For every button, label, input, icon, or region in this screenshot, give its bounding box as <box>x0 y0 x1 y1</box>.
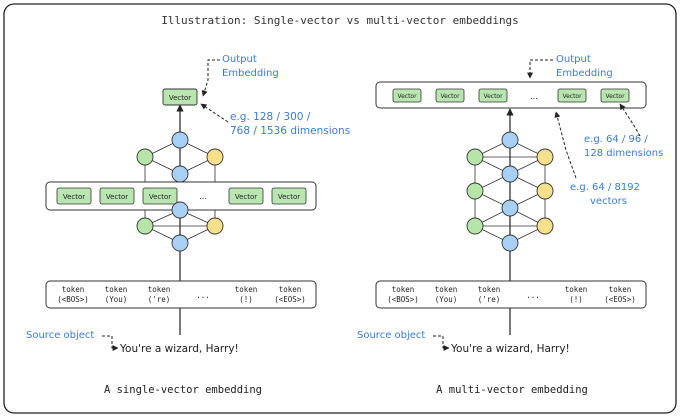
left-node <box>171 234 189 252</box>
left-layer-vectors: Vector Vector Vector ... Vector Vector <box>56 187 307 205</box>
right-node <box>501 234 519 252</box>
right-node <box>501 131 519 149</box>
right-output-label-2: Embedding <box>556 68 613 79</box>
right-token-top: token <box>565 285 588 294</box>
left-layer-vector-label: Vector <box>235 193 257 201</box>
left-token-top: token <box>235 285 258 294</box>
right-node <box>466 217 484 235</box>
left-token-list: token (<BOS>) token (You) token ('re) ..… <box>57 285 306 304</box>
right-panel: Vector Vector Vector ... Vector Vector O… <box>357 54 663 396</box>
right-token-top: token <box>392 285 415 294</box>
right-token-bottom: (You) <box>435 295 458 304</box>
left-caption: A single-vector embedding <box>104 384 262 396</box>
right-token-bottom: (!) <box>569 295 583 304</box>
left-output-vector <box>162 88 198 106</box>
left-token-bottom: (<EOS>) <box>274 295 306 304</box>
right-output-vector-label: Vector <box>397 93 417 100</box>
left-node <box>206 217 224 235</box>
left-dims-line-2: 768 / 1536 dimensions <box>230 125 350 137</box>
left-output-label-1: Output <box>222 54 257 65</box>
right-output-vector <box>392 88 422 103</box>
right-token-top: token <box>478 285 501 294</box>
right-node <box>501 165 519 183</box>
left-layer-vector-label: Vector <box>278 193 300 201</box>
diagram-title: Illustration: Single-vector vs multi-vec… <box>161 14 519 27</box>
right-count-pointer <box>554 111 577 179</box>
right-node <box>536 148 554 166</box>
left-token-top: token <box>105 285 128 294</box>
right-source-text: You're a wizard, Harry! <box>450 343 570 355</box>
right-token-top: token <box>609 285 632 294</box>
left-layer-ellipsis: ... <box>199 192 207 201</box>
left-panel: Vector Output Embedding e.g. 128 / 300 /… <box>26 54 350 396</box>
right-output-vector <box>557 88 587 103</box>
left-node <box>136 217 154 235</box>
left-token-bottom: ('re) <box>148 295 171 304</box>
right-count-line-1: e.g. 64 / 8192 <box>570 182 640 193</box>
left-dims-line-1: e.g. 128 / 300 / <box>230 111 311 123</box>
right-token-list: token (<BOS>) token (You) token ('re) ..… <box>387 285 636 304</box>
left-layer-vector <box>56 187 92 205</box>
left-token-bottom: (<BOS>) <box>57 295 89 304</box>
left-output-pointer <box>201 59 220 97</box>
right-token-box <box>375 280 647 309</box>
right-node <box>536 182 554 200</box>
left-node <box>171 131 189 149</box>
right-output-vector <box>478 88 508 103</box>
right-output-ellipsis: ... <box>530 92 538 101</box>
left-layer-vector <box>271 187 307 205</box>
left-output-vector-label: Vector <box>169 94 191 102</box>
left-node <box>206 148 224 166</box>
right-dims-line-2: 128 dimensions <box>584 148 663 159</box>
right-token-bottom: (<BOS>) <box>387 295 419 304</box>
right-output-vector-label: Vector <box>562 93 582 100</box>
left-token-top: token <box>279 285 302 294</box>
left-node <box>136 148 154 166</box>
right-token-bottom: ('re) <box>478 295 501 304</box>
left-layer-vector <box>99 187 135 205</box>
left-token-bottom: (!) <box>239 295 253 304</box>
right-node <box>466 148 484 166</box>
right-dims-line-1: e.g. 64 / 96 / <box>584 134 648 145</box>
left-token-top: token <box>62 285 85 294</box>
right-output-vector-label: Vector <box>483 93 503 100</box>
left-source-label: Source object <box>26 330 94 341</box>
left-layer-vector <box>228 187 264 205</box>
right-output-vector-label: Vector <box>440 93 460 100</box>
right-source-pointer <box>433 335 450 351</box>
left-layer-vector <box>142 187 178 205</box>
right-output-label-1: Output <box>556 54 591 65</box>
right-token-ellipsis: ... <box>526 291 540 300</box>
right-output-vectors: Vector Vector Vector ... Vector Vector <box>392 88 630 103</box>
left-token-ellipsis: ... <box>196 291 210 300</box>
left-dims-pointer <box>200 103 229 123</box>
right-caption: A multi-vector embedding <box>436 384 588 396</box>
left-token-box <box>45 280 317 309</box>
right-node <box>466 182 484 200</box>
left-token-top: token <box>148 285 171 294</box>
left-node <box>171 165 189 183</box>
right-source-label: Source object <box>357 330 425 341</box>
right-node <box>536 217 554 235</box>
left-token-bottom: (You) <box>105 295 128 304</box>
left-source-pointer <box>102 335 119 351</box>
left-source-text: You're a wizard, Harry! <box>119 343 239 355</box>
left-layer-vector-label: Vector <box>149 193 171 201</box>
right-count-line-2: vectors <box>590 196 627 207</box>
left-layer-vector-label: Vector <box>63 193 85 201</box>
left-node <box>171 201 189 219</box>
right-output-vector <box>600 88 630 103</box>
right-output-vector <box>435 88 465 103</box>
left-output-label-2: Embedding <box>222 68 279 79</box>
right-token-bottom: (<EOS>) <box>604 295 636 304</box>
right-token-top: token <box>435 285 458 294</box>
right-node <box>501 199 519 217</box>
right-output-pointer <box>527 59 553 79</box>
right-output-vector-label: Vector <box>605 93 625 100</box>
left-layer-vector-label: Vector <box>106 193 128 201</box>
